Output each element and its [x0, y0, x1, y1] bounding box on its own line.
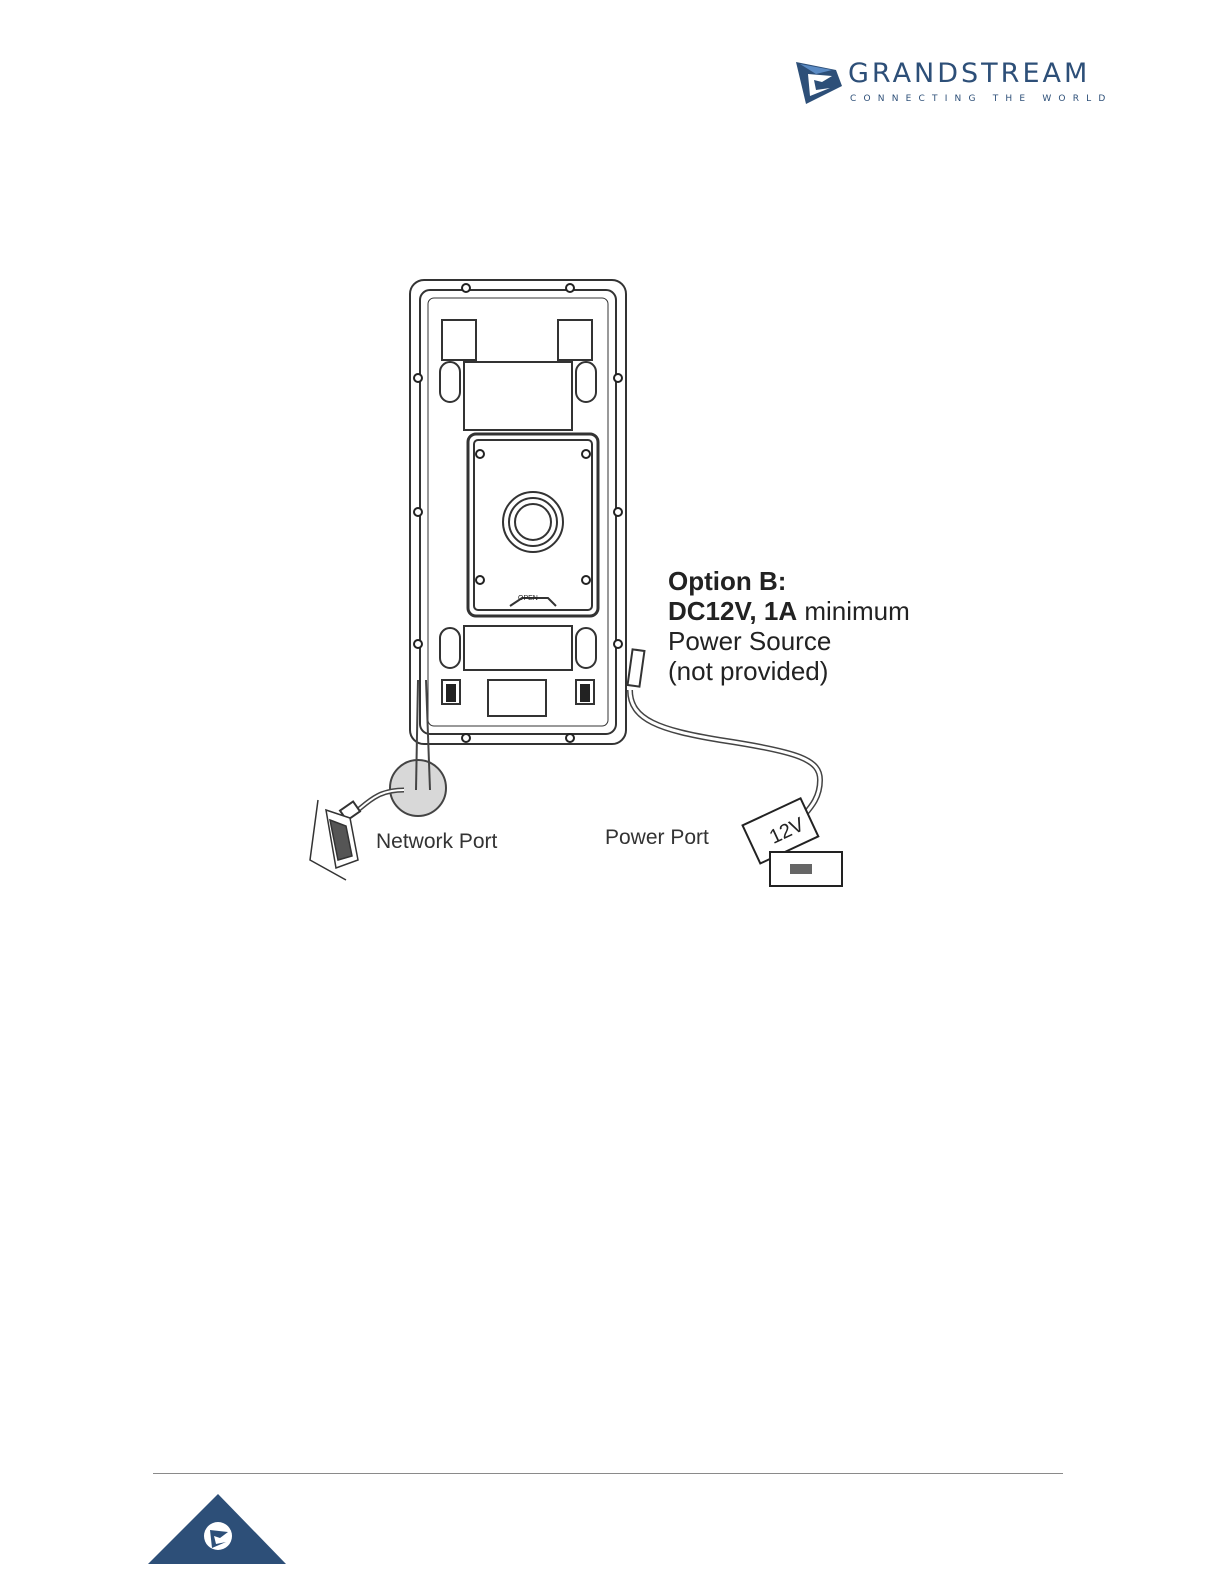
brand-tagline: CONNECTING THE WORLD — [850, 94, 1113, 104]
network-port-label: Network Port — [376, 830, 497, 854]
footer-logo — [148, 1494, 288, 1571]
power-spec-bold: DC12V, 1A — [668, 596, 797, 626]
grandstream-footer-icon — [148, 1494, 288, 1566]
installation-diagram: OPEN 12V — [300, 270, 940, 910]
footer-divider — [153, 1473, 1063, 1474]
power-source-line: Power Source — [668, 626, 910, 656]
power-port-label: Power Port — [605, 826, 709, 850]
open-label: OPEN — [518, 595, 538, 602]
brand-name: GRANDSTREAM — [848, 58, 1090, 89]
power-spec-rest: minimum — [797, 596, 910, 626]
grandstream-logo: GRANDSTREAM CONNECTING THE WORLD — [792, 56, 1122, 110]
option-title: Option B: — [668, 566, 910, 596]
not-provided-line: (not provided) — [668, 656, 910, 686]
grandstream-logo-mark-icon — [792, 56, 844, 108]
power-option-callout: Option B: DC12V, 1A minimum Power Source… — [668, 566, 910, 686]
power-spec-line: DC12V, 1A minimum — [668, 596, 910, 626]
